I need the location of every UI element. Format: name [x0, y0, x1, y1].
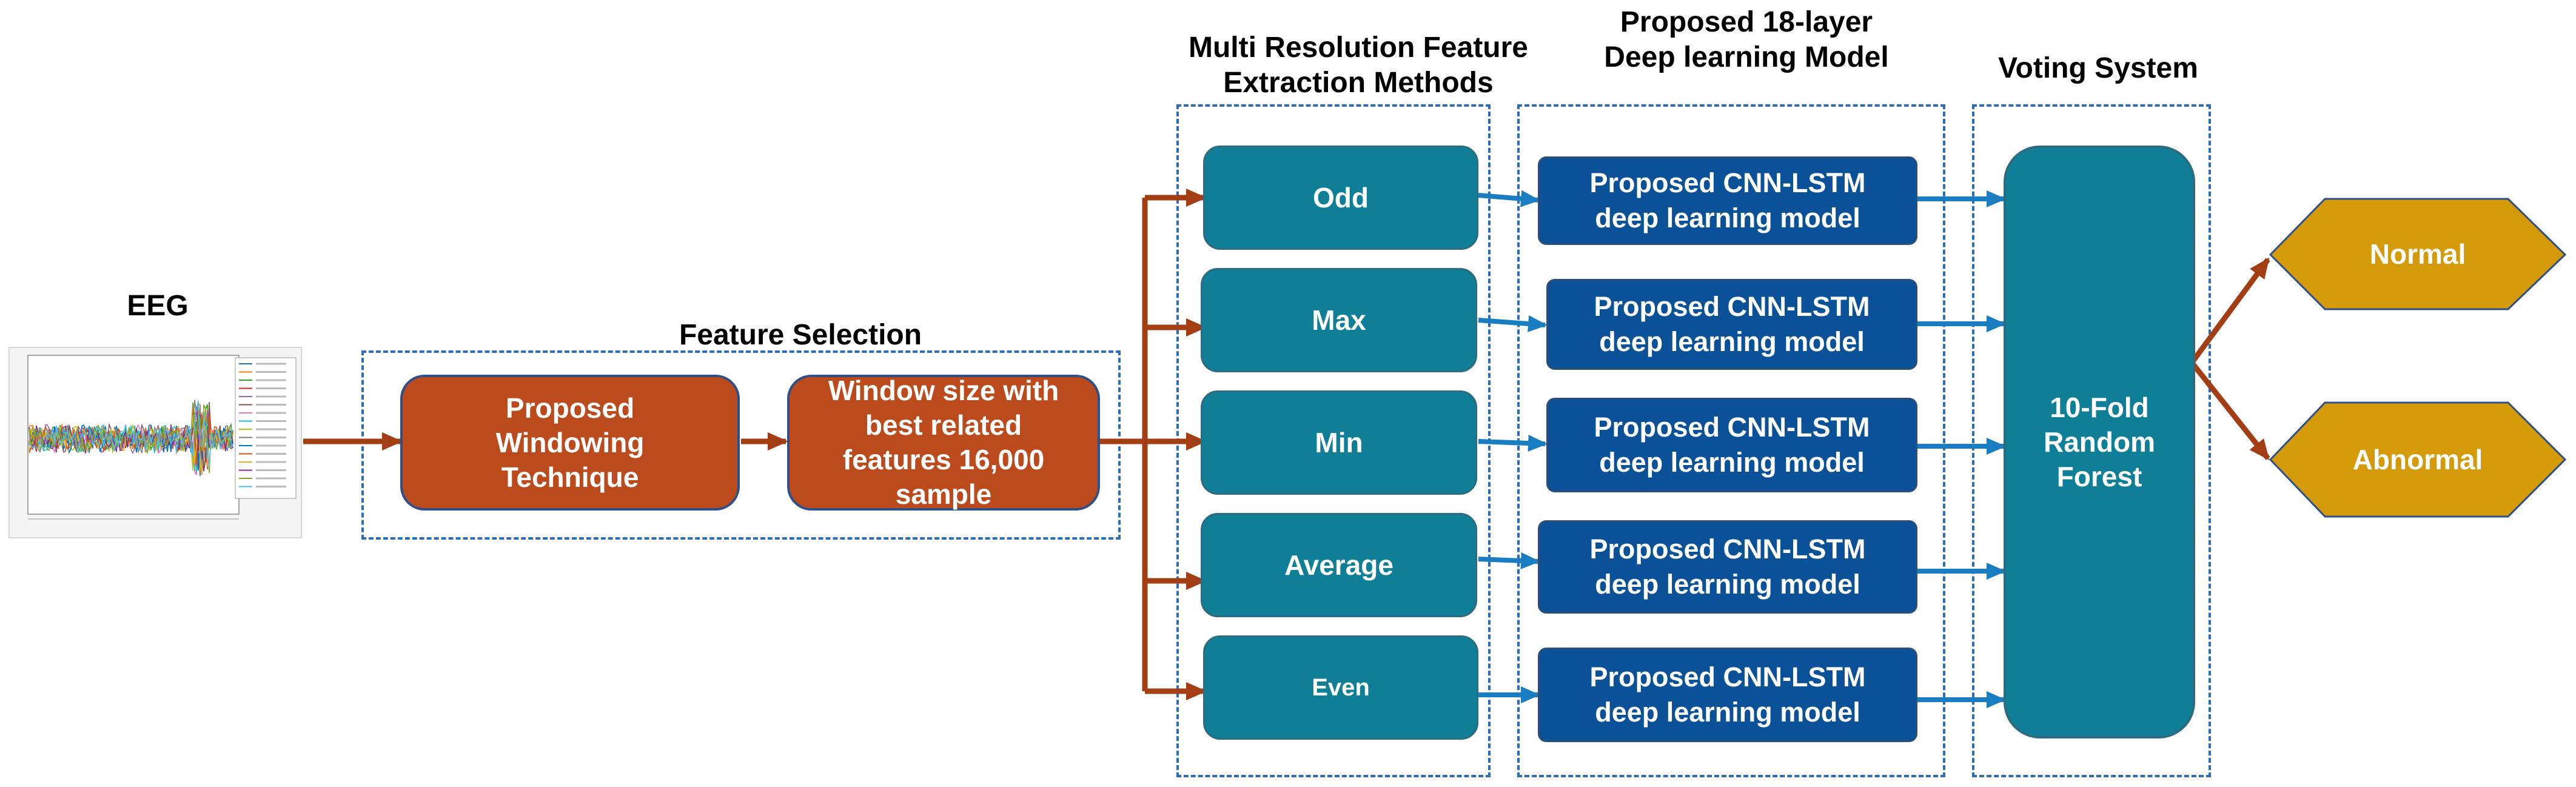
- method-average-box: Average: [1201, 513, 1477, 617]
- output-normal-label: Normal: [2369, 238, 2466, 270]
- model-box-2-line2: deep learning model: [1599, 326, 1865, 357]
- windowing-line2: Windowing: [495, 426, 645, 458]
- eeg-title: EEG: [127, 290, 189, 322]
- eeg-signal-plot: [8, 347, 302, 538]
- model-box-3: Proposed CNN-LSTM deep learning model: [1546, 398, 1917, 492]
- model-box-4: Proposed CNN-LSTM deep learning model: [1538, 520, 1917, 614]
- feature-selection-group: [361, 350, 1121, 540]
- model-box-1: Proposed CNN-LSTM deep learning model: [1538, 156, 1917, 245]
- method-odd-box: Odd: [1203, 146, 1478, 250]
- voting-system-group: [1972, 104, 2211, 777]
- window-size-box: Window size with best related features 1…: [787, 375, 1100, 511]
- proposed-model-title-line2: Deep learning Model: [1604, 41, 1889, 73]
- random-forest-line3: Forest: [2056, 460, 2142, 492]
- multi-resolution-title: Multi Resolution Feature Extraction Meth…: [1152, 30, 1565, 101]
- multi-resolution-title-line2: Extraction Methods: [1223, 67, 1494, 99]
- arrow-odd-to-model: [1478, 190, 1540, 207]
- arrow-average-to-model: [1478, 552, 1540, 569]
- eeg-trace: [29, 406, 233, 472]
- model-box-5: Proposed CNN-LSTM deep learning model: [1538, 648, 1917, 742]
- eeg-trace: [29, 418, 233, 471]
- feature-selection-title: Feature Selection: [679, 319, 922, 351]
- method-max-box: Max: [1201, 268, 1477, 372]
- windowing-line1: Proposed: [505, 392, 635, 424]
- random-forest-line2: Random: [2044, 426, 2155, 458]
- window-size-line1: Window size with: [828, 375, 1059, 406]
- model-box-4-line1: Proposed CNN-LSTM: [1589, 534, 1866, 564]
- random-forest-box: 10-Fold Random Forest: [2004, 146, 2195, 738]
- random-forest-line1: 10-Fold: [2050, 391, 2149, 423]
- model-box-2-line1: Proposed CNN-LSTM: [1594, 291, 1870, 322]
- model-box-3-line1: Proposed CNN-LSTM: [1594, 412, 1870, 443]
- model-box-5-line2: deep learning model: [1595, 697, 1860, 728]
- output-abnormal-label: Abnormal: [2352, 444, 2483, 475]
- model-box-2: Proposed CNN-LSTM deep learning model: [1546, 279, 1917, 370]
- windowing-line3: Technique: [501, 461, 639, 493]
- arrow-min-to-model: [1478, 434, 1548, 452]
- model-box-1-line1: Proposed CNN-LSTM: [1589, 167, 1866, 198]
- abnormal-hexagon: [2269, 401, 2567, 518]
- window-size-line2: best related: [865, 409, 1022, 441]
- window-size-line4: sample: [895, 478, 992, 510]
- arrow-voting-to-normal: [2190, 257, 2270, 363]
- voting-system-title: Voting System: [1998, 52, 2198, 84]
- multi-resolution-title-line1: Multi Resolution Feature: [1188, 32, 1528, 64]
- windowing-technique-box: Proposed Windowing Technique: [400, 375, 740, 511]
- model-box-3-line2: deep learning model: [1599, 447, 1865, 478]
- proposed-model-title: Proposed 18-layer Deep learning Model: [1528, 5, 1965, 75]
- normal-hexagon: [2269, 198, 2567, 310]
- proposed-model-title-line1: Proposed 18-layer: [1620, 6, 1873, 38]
- method-min-box: Min: [1201, 390, 1477, 495]
- window-size-line3: features 16,000: [842, 444, 1045, 475]
- eeg-trace: [29, 400, 233, 467]
- method-even-box: Even: [1203, 635, 1478, 740]
- model-box-4-line2: deep learning model: [1595, 569, 1860, 600]
- model-box-1-line2: deep learning model: [1595, 203, 1860, 233]
- eeg-signal-graphic: [27, 355, 297, 520]
- model-box-5-line1: Proposed CNN-LSTM: [1589, 661, 1866, 692]
- arrow-voting-to-abnormal: [2190, 362, 2270, 461]
- arrow-max-to-model: [1478, 315, 1548, 332]
